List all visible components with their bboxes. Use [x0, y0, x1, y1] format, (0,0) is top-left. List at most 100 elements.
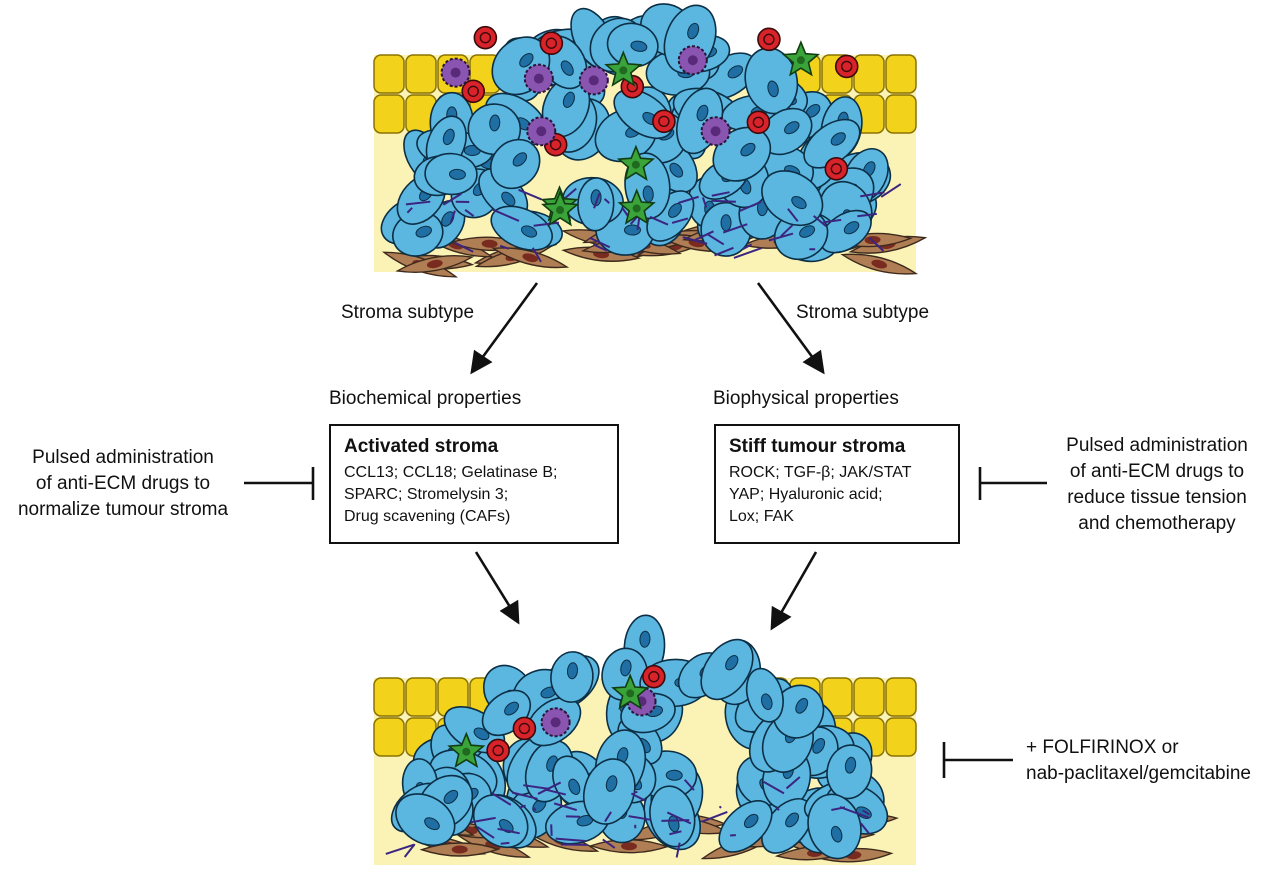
collagen-fibre [714, 246, 734, 257]
collagen-fibre [857, 212, 877, 218]
stiff-tumour-stroma-line: ROCK; TGF-β; JAK/STAT [729, 464, 912, 481]
immune-cell-red [652, 109, 676, 134]
collagen-fibre [722, 223, 748, 234]
stellate-nucleus [619, 66, 628, 75]
tumour-cell-nucleus [489, 114, 501, 132]
tumour-cell-nucleus [504, 701, 519, 716]
collagen-fibre [523, 784, 550, 790]
tumour-cell [772, 684, 825, 739]
right-intervention-line: Pulsed administration [1066, 435, 1248, 456]
stellate-nucleus [462, 747, 471, 756]
tumour-cell-nucleus [473, 727, 490, 741]
tumour-cell-nucleus [562, 91, 575, 108]
biophysical-properties-label: Biophysical properties [713, 388, 899, 409]
right-intervention-line: and chemotherapy [1078, 513, 1236, 534]
collagen-fibre [454, 241, 474, 253]
macrophage-nucleus [450, 67, 461, 78]
tumour-cell-nucleus [687, 22, 700, 40]
fibroblast-nucleus [621, 842, 637, 851]
immune-cell-red-nucleus [545, 37, 558, 49]
collagen-fibre [733, 246, 763, 259]
collagen-fibre [628, 815, 651, 821]
collagen-fibre [763, 780, 785, 795]
collagen-fibre [775, 806, 780, 811]
chemotherapy-line: nab-paclitaxel/gemcitabine [1026, 763, 1251, 784]
collagen-fibre [862, 809, 870, 816]
collagen-fibre [785, 776, 801, 790]
immune-cell-red-nucleus [467, 85, 479, 97]
tumour-cell-nucleus [448, 168, 466, 180]
immune-cell-red [539, 31, 564, 56]
tumour-cell-nucleus [843, 221, 860, 235]
tumour-cell-nucleus [620, 659, 632, 677]
collagen-fibre [497, 827, 520, 835]
collagen-fibre [518, 804, 526, 809]
tumour-cell-nucleus [830, 825, 843, 843]
tumour-cell-nucleus [512, 152, 528, 167]
collagen-fibre [780, 224, 794, 237]
arrow-top-right [756, 282, 825, 375]
left-intervention-line: Pulsed administration [32, 447, 214, 468]
tumour-cell-nucleus [668, 203, 682, 218]
tumour-cell-nucleus [696, 104, 709, 122]
tumour-cell [490, 205, 553, 251]
epithelial-cell [885, 677, 917, 717]
collagen-fibre [592, 243, 608, 252]
collagen-fibre [385, 843, 415, 855]
tumour-cell [761, 170, 824, 227]
collagen-fibre [649, 215, 669, 226]
collagen-fibre [880, 183, 902, 198]
tumour-cell-nucleus [630, 40, 648, 52]
tumour-cell-nucleus [855, 806, 872, 819]
stellate-nucleus [556, 206, 565, 215]
epithelial-cell [853, 54, 885, 94]
immune-cell-red-nucleus [830, 163, 843, 175]
tumour-cell-nucleus [812, 738, 826, 754]
collagen-fibre [711, 199, 736, 203]
tumour-cell-nucleus [767, 80, 779, 98]
arrow-bottom-right [770, 551, 818, 631]
tumour-cell-nucleus [785, 812, 800, 828]
collagen-fibre [839, 806, 869, 819]
right-stroma-subtype-label: Stroma subtype [796, 302, 930, 323]
stiff-tumour-stroma-title: Stiff tumour stroma [729, 436, 906, 457]
collagen-fibre [492, 208, 520, 222]
tumour-cell-nucleus [791, 196, 807, 210]
tumour-cell [718, 800, 773, 853]
collagen-fibre [633, 790, 638, 794]
tumour-cell [583, 758, 636, 825]
tumour-cell-nucleus [795, 697, 809, 714]
epithelial-cell [405, 677, 437, 717]
collagen-fibre [405, 200, 431, 206]
fibroblast-cell [491, 247, 570, 269]
tumour-cell-nucleus [623, 224, 641, 236]
epithelial-cell [885, 717, 917, 757]
collagen-fibre [602, 838, 616, 849]
tumour-cell [700, 201, 752, 257]
tumour-cell-nucleus [830, 132, 846, 146]
immune-cell-red-nucleus [752, 116, 765, 128]
collagen-fibre [694, 230, 714, 241]
tumour-cell-nucleus [740, 142, 756, 157]
epithelial-cell [405, 54, 437, 94]
collagen-fibre [677, 195, 699, 204]
immune-cell-red [512, 716, 537, 741]
tumour-cell-nucleus [799, 225, 816, 238]
collagen-fibre [860, 191, 885, 198]
collagen-fibre [470, 816, 496, 824]
epithelial-cell [853, 677, 885, 717]
collagen-fibre [768, 232, 794, 242]
immune-cell-red [824, 157, 849, 181]
stellate-nucleus [632, 204, 641, 213]
right-intervention-line: reduce tissue tension [1067, 487, 1247, 508]
inhibition-bar-bottom [942, 742, 1013, 778]
collagen-fibre [533, 221, 560, 227]
collagen-fibre [671, 217, 689, 224]
collagen-fibre [544, 788, 567, 796]
collagen-fibre [442, 192, 462, 206]
tumour-cell-nucleus [568, 778, 581, 796]
collagen-fibre [491, 792, 512, 806]
stiff-tumour-stroma-line: YAP; Hyaluronic acid; [729, 486, 883, 503]
collagen-fibre [593, 193, 601, 209]
epithelial-cell [373, 94, 405, 134]
